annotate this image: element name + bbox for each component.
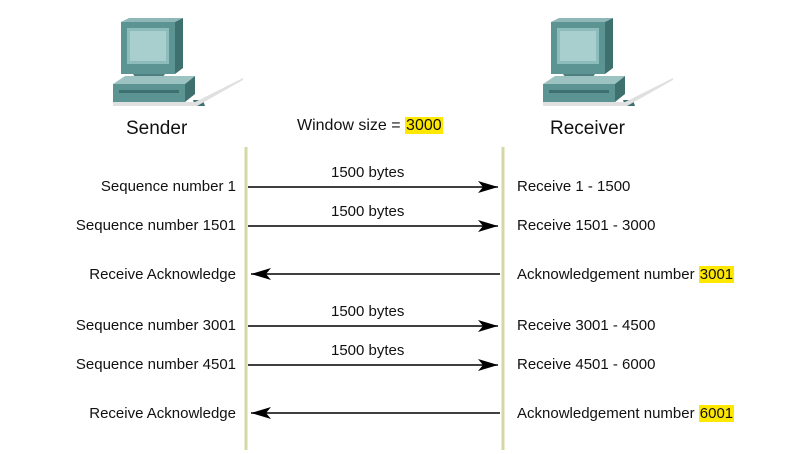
segment-size-r2: 1500 bytes [331, 203, 405, 220]
receiver-computer-icon [543, 18, 673, 106]
sender-event-r2: Sequence number 1501 [75, 217, 236, 234]
receiver-event-r4: Receive 3001 - 4500 [517, 317, 656, 334]
sender-label: Sender [126, 118, 188, 139]
sender-event-r1: Sequence number 1 [100, 178, 236, 195]
receiver-label: Receiver [550, 118, 625, 139]
receiver-event-r2: Receive 1501 - 3000 [517, 217, 656, 234]
sender-computer-icon [113, 18, 243, 106]
sender-event-r4: Sequence number 3001 [75, 317, 236, 334]
segment-size-r5: 1500 bytes [331, 342, 405, 359]
ack-number-r3: 3001 [698, 266, 735, 283]
receiver-event-r5: Receive 4501 - 6000 [517, 356, 656, 373]
window-size-label: Window size = [297, 117, 406, 134]
receiver-event-r1: Receive 1 - 1500 [517, 178, 631, 195]
sender-event-r3: Receive Acknowledge [89, 266, 236, 283]
sender-event-r6: Receive Acknowledge [89, 405, 236, 422]
segment-size-r4: 1500 bytes [331, 303, 405, 320]
receiver-event-r3: Acknowledgement number 3001 [517, 266, 735, 284]
ack-label-r3: Acknowledgement number [517, 266, 699, 283]
receiver-event-r6: Acknowledgement number 6001 [517, 405, 735, 423]
ack-number-r6: 6001 [698, 405, 735, 422]
window-size-value: 3000 [405, 117, 443, 134]
window-size-caption: Window size = 3000 [297, 117, 443, 135]
sender-event-r5: Sequence number 4501 [75, 356, 236, 373]
segment-size-r1: 1500 bytes [331, 164, 405, 181]
ack-label-r6: Acknowledgement number [517, 405, 699, 422]
